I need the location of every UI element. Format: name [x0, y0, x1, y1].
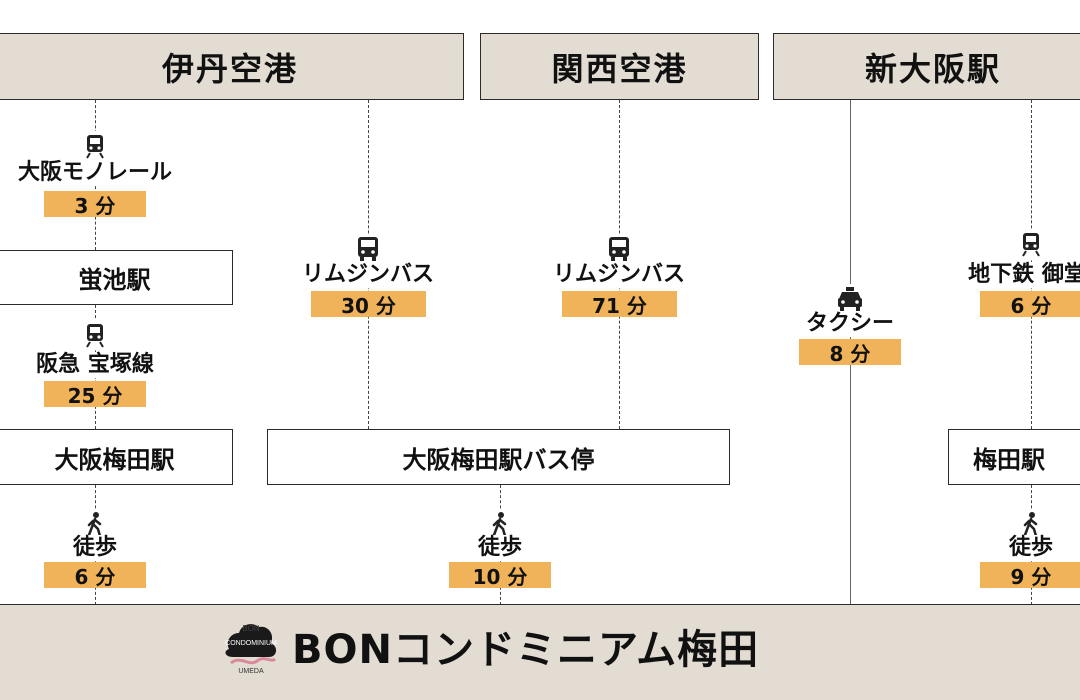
header-shinosaka: 新大阪駅: [773, 33, 1080, 100]
footer-banner: UMEDA CONDOMINIUM BON BONコンドミニアム梅田: [0, 604, 1080, 700]
taxi-time: 8 分: [799, 339, 901, 366]
itami-walk-time: 6 分: [44, 562, 146, 589]
itami-step2-time: 25 分: [44, 381, 146, 408]
bus-icon: [604, 234, 634, 264]
itami-station2-label: 大阪梅田駅: [54, 445, 175, 474]
logo-top: CONDOMINIUM: [225, 640, 277, 647]
bon-logo: UMEDA CONDOMINIUM BON: [221, 619, 281, 675]
busstop-walk-label: 徒歩: [475, 535, 525, 561]
itami-step2-label: 阪急 宝塚線: [34, 352, 156, 378]
walk-icon: [80, 509, 110, 539]
umeda-station-box: 梅田駅: [948, 429, 1080, 485]
bus-icon: [353, 234, 383, 264]
walk-icon: [485, 509, 515, 539]
footer-title: BONコンドミニアム梅田: [292, 627, 760, 673]
bus-stop-label: 大阪梅田駅バス停: [402, 445, 595, 474]
header-shinosaka-label: 新大阪駅: [864, 49, 1001, 88]
train-icon: [1016, 229, 1046, 259]
header-itami: 伊丹空港: [0, 33, 464, 100]
header-itami-label: 伊丹空港: [161, 49, 298, 88]
itami-station1: 蛍池駅: [0, 250, 233, 305]
logo-sub: UMEDA: [238, 668, 264, 675]
subway-time: 6 分: [980, 291, 1080, 318]
walk-icon: [1016, 509, 1046, 539]
subway-walk-time: 9 分: [980, 562, 1080, 589]
umeda-station-label: 梅田駅: [973, 445, 1045, 474]
busstop-walk-time: 10 分: [449, 562, 551, 589]
train-icon: [80, 320, 110, 350]
taxi-icon: [835, 284, 865, 314]
itami-bus-time: 30 分: [311, 291, 426, 318]
taxi-label: タクシー: [803, 311, 897, 337]
subway-walk-label: 徒歩: [1006, 535, 1056, 561]
kansai-bus-time: 71 分: [562, 291, 677, 318]
itami-step1-label: 大阪モノレール: [15, 160, 175, 186]
header-kansai-label: 関西空港: [551, 49, 688, 88]
itami-walk-label: 徒歩: [70, 535, 120, 561]
train-icon: [80, 131, 110, 161]
logo-text: BON: [242, 624, 260, 633]
itami-bus-label: リムジンバス: [299, 262, 437, 288]
header-kansai: 関西空港: [480, 33, 759, 100]
kansai-bus-label: リムジンバス: [550, 262, 688, 288]
itami-step1-time: 3 分: [44, 191, 146, 218]
bus-stop-box: 大阪梅田駅バス停: [267, 429, 730, 485]
itami-station2: 大阪梅田駅: [0, 429, 233, 485]
itami-station1-label: 蛍池駅: [78, 266, 151, 294]
subway-label: 地下鉄 御堂筋: [966, 262, 1080, 288]
